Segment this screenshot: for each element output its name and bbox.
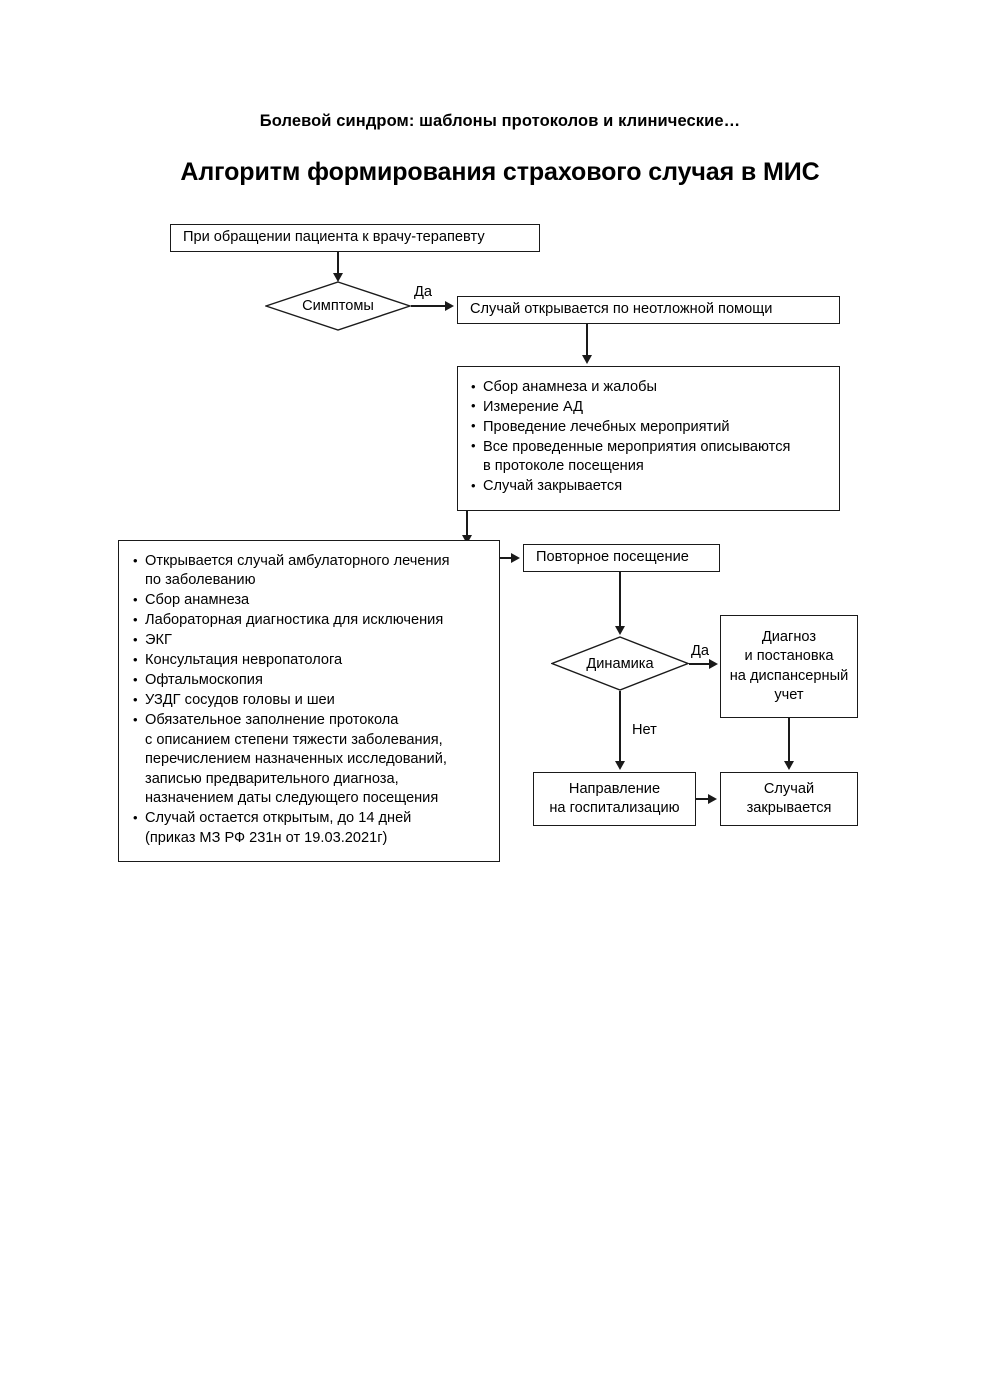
edge-dynamics-no-arrow (615, 761, 625, 770)
list-item: Случай закрывается (470, 477, 829, 496)
node-start-label: При обращении пациента к врачу-терапевту (183, 229, 485, 246)
edge-start-to-symptoms (337, 252, 339, 276)
running-head: Болевой синдром: шаблоны протоколов и кл… (259, 112, 741, 130)
node-ambulatory-case-list: Открывается случай амбулаторного лечения… (132, 552, 491, 848)
node-dynamics-label: Динамика (586, 655, 654, 672)
edge-dynamics-yes (689, 663, 711, 665)
edge-diagnosis-to-closed (788, 718, 790, 763)
node-ambulatory-case: Открывается случай амбулаторного лечения… (118, 540, 500, 862)
list-item: ЭКГ (132, 631, 491, 650)
edge-start-to-symptoms-arrow (333, 273, 343, 282)
node-emergency-case: Случай открывается по неотложной помощи (457, 296, 840, 324)
list-item: Сбор анамнеза (132, 591, 491, 610)
list-item: Обязательное заполнение протокола с опис… (132, 711, 491, 808)
edge-symptoms-yes-arrow (445, 301, 454, 311)
node-case-closed-label: Случай закрывается (746, 780, 832, 816)
edge-actions-to-ambulatory (466, 511, 468, 539)
edge-symptoms-yes (411, 305, 448, 307)
node-repeat-visit-label: Повторное посещение (536, 549, 689, 566)
list-item: Лабораторная диагностика для исключения (132, 611, 491, 630)
list-item: Офтальмоскопия (132, 671, 491, 690)
edge-ambulatory-to-repeat-arrow (511, 553, 520, 563)
edge-diagnosis-to-closed-arrow (784, 761, 794, 770)
list-item: Консультация невропатолога (132, 651, 491, 670)
edge-repeat-to-dynamics (619, 572, 621, 628)
edge-label-dynamics-no: Нет (632, 722, 657, 738)
edge-hospitalization-to-closed-arrow (708, 794, 717, 804)
edge-label-symptoms-yes: Да (414, 284, 432, 300)
edge-repeat-to-dynamics-arrow (615, 626, 625, 635)
node-hospitalization-label: Направление на госпитализацию (549, 780, 680, 816)
page-title: Алгоритм формирования страхового случая … (180, 158, 820, 186)
node-symptoms-label: Симптомы (302, 298, 374, 314)
node-dynamics: Динамика (551, 636, 689, 691)
edge-hospitalization-to-closed (696, 798, 709, 800)
list-item: Случай остается открытым, до 14 дней (пр… (132, 809, 491, 848)
list-item: Открывается случай амбулаторного лечения… (132, 552, 491, 591)
edge-emergency-to-actions-arrow (582, 355, 592, 364)
edge-ambulatory-to-repeat (500, 557, 513, 559)
list-item: Проведение лечебных мероприятий (470, 417, 829, 437)
list-item: Измерение АД (470, 397, 829, 417)
edge-dynamics-no (619, 691, 621, 763)
node-diagnosis-registration-label: Диагноз и постановка на диспансерный уче… (729, 629, 849, 703)
edge-dynamics-yes-arrow (709, 659, 718, 669)
node-emergency-actions-list: Сбор анамнеза и жалобы Измерение АД Пров… (470, 377, 829, 497)
node-symptoms: Симптомы (265, 281, 411, 331)
edge-label-dynamics-yes: Да (691, 643, 709, 659)
node-case-closed: Случай закрывается (720, 772, 858, 826)
node-emergency-case-label: Случай открывается по неотложной помощи (470, 301, 773, 318)
node-diagnosis-registration: Диагноз и постановка на диспансерный уче… (720, 615, 858, 718)
list-item: УЗДГ сосудов головы и шеи (132, 691, 491, 710)
node-start: При обращении пациента к врачу-терапевту (170, 224, 540, 252)
list-item: Сбор анамнеза и жалобы (470, 377, 829, 397)
node-repeat-visit: Повторное посещение (523, 544, 720, 572)
edge-actions-to-ambulatory-arrow (462, 535, 472, 544)
node-emergency-actions: Сбор анамнеза и жалобы Измерение АД Пров… (457, 366, 840, 511)
edge-emergency-to-actions (586, 324, 588, 357)
list-item: Все проведенные мероприятия описываются … (470, 437, 829, 477)
node-hospitalization: Направление на госпитализацию (533, 772, 696, 826)
